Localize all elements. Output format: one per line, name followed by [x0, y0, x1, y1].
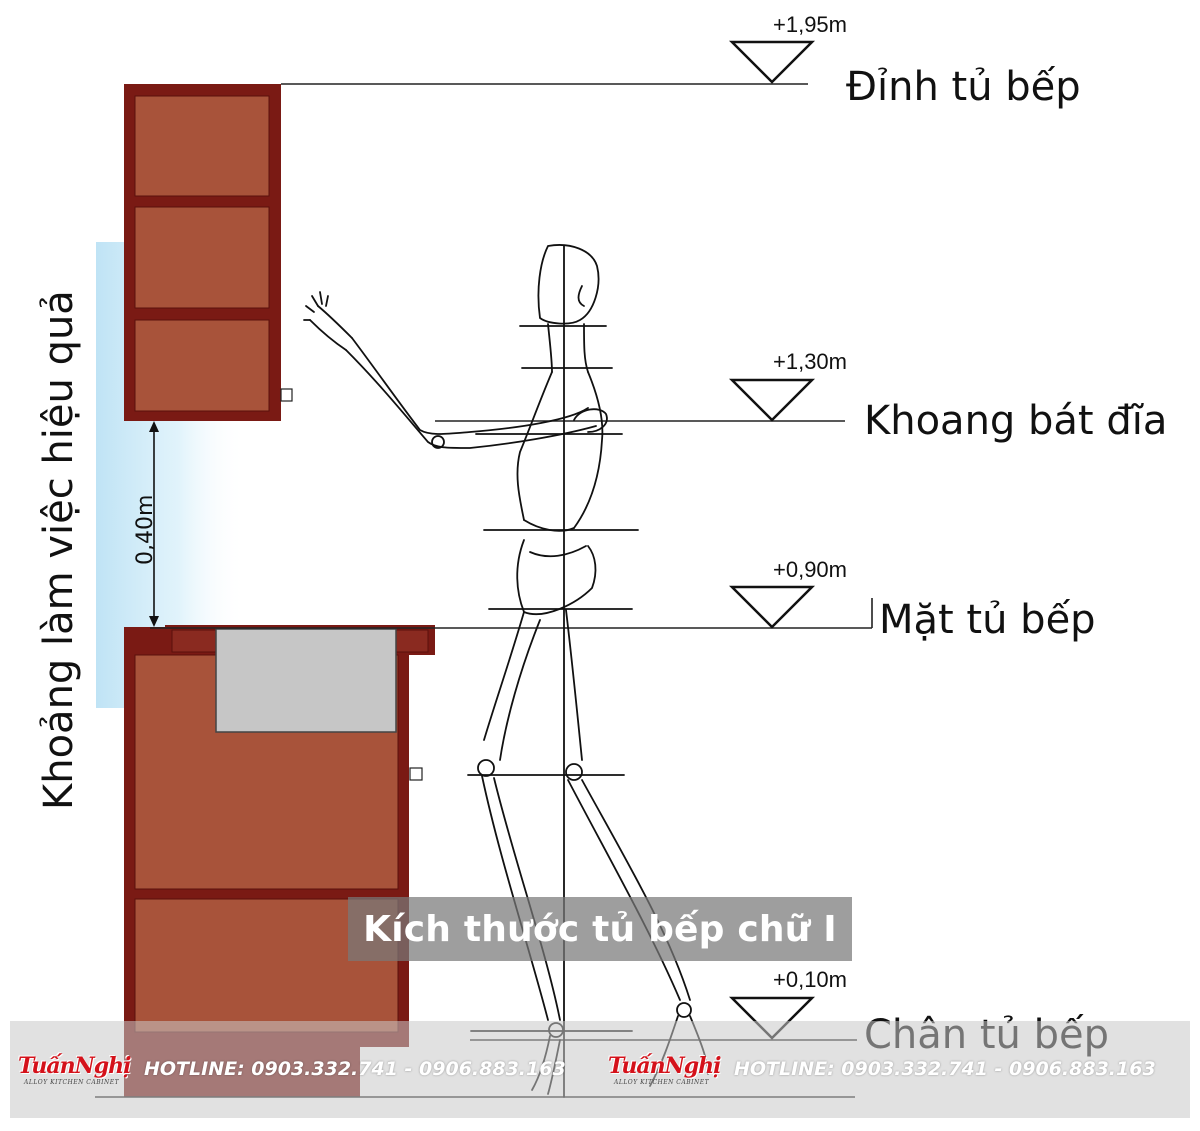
- elevation-base: +0,10m: [773, 967, 847, 992]
- triangle-marker-icon: [728, 378, 816, 422]
- elevation-counter: +0,90m: [773, 557, 847, 582]
- level-label-counter: Mặt tủ bếp: [879, 597, 1096, 643]
- hotline-text: HOTLINE: 0903.332.741 - 0906.883.163: [734, 1058, 1156, 1080]
- upper-cabinet-panel: [134, 319, 270, 412]
- brand-name: TuấnNghị: [18, 1053, 131, 1079]
- hotline-bar: [10, 1021, 1190, 1118]
- gap-dimension: [149, 421, 159, 627]
- triangle-marker-icon: [728, 585, 816, 629]
- triangle-marker-icon: [728, 40, 816, 84]
- brand-tagline: ALLOY KITCHEN CABINET: [614, 1079, 710, 1086]
- arrow-up-icon: [149, 421, 159, 432]
- level-label-top: Đỉnh tủ bếp: [846, 64, 1081, 110]
- sink: [215, 628, 397, 733]
- diagram-caption: Kích thước tủ bếp chữ I: [348, 897, 852, 961]
- brand-name: TuấnNghị: [608, 1053, 721, 1079]
- upper-cabinet: [124, 84, 293, 421]
- upper-cabinet-panel: [134, 95, 270, 197]
- triangle-marker-icon: [728, 996, 816, 1040]
- level-label-shelf: Khoang bát đĩa: [864, 398, 1167, 444]
- upper-cabinet-panel: [134, 206, 270, 309]
- upper-cabinet-handle: [280, 388, 293, 402]
- elevation-top: +1,95m: [773, 12, 847, 37]
- elevation-markers: [728, 40, 816, 1040]
- gap-label: 0,40m: [133, 495, 158, 565]
- elevation-shelf: +1,30m: [773, 349, 847, 374]
- hotline-text: HOTLINE: 0903.332.741 - 0906.883.163: [144, 1058, 566, 1080]
- lower-cabinet-handle: [409, 767, 423, 781]
- brand-tagline: ALLOY KITCHEN CABINET: [24, 1079, 120, 1086]
- arrow-down-icon: [149, 616, 159, 627]
- zone-label: Khoảng làm việc hiệu quả: [36, 290, 82, 810]
